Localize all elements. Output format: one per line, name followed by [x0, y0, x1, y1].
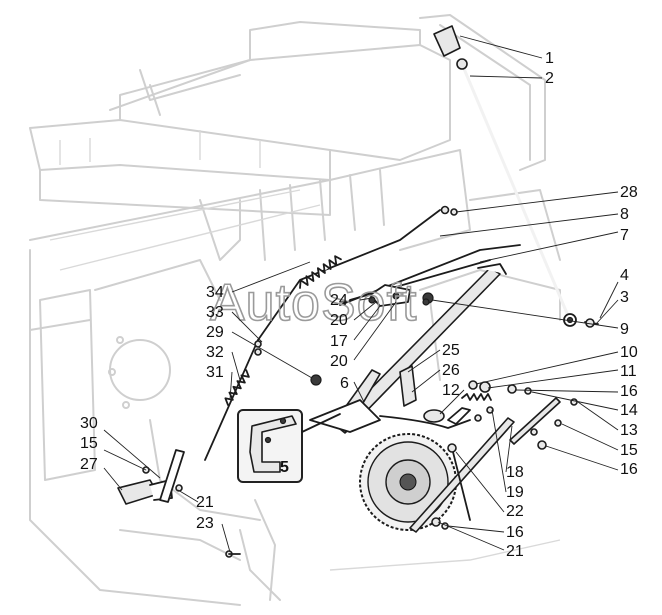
handle-rod-assembly	[433, 25, 599, 328]
callout-4: 4	[620, 267, 629, 284]
callout-25: 25	[442, 342, 460, 359]
callout-32: 32	[206, 344, 224, 361]
callout-18: 18	[506, 464, 524, 481]
callout-7: 7	[620, 227, 629, 244]
callout-15a: 15	[620, 442, 638, 459]
springs	[204, 255, 342, 461]
callout-2: 2	[545, 70, 554, 87]
detail-inset-5	[237, 409, 341, 483]
callout-10: 10	[620, 344, 638, 361]
callout-21b: 21	[196, 494, 214, 511]
callout-17: 17	[330, 333, 348, 350]
callout-6: 6	[340, 375, 349, 392]
callout-labels: 1 2 28 8 7 4 3 9 10 11 16 14 13 15 16 18…	[80, 50, 638, 560]
callout-24: 24	[330, 292, 348, 309]
callout-5: 5	[280, 459, 289, 476]
callout-1: 1	[545, 50, 554, 67]
right-links	[409, 380, 578, 533]
callout-20a: 20	[330, 312, 348, 329]
pedal-group	[117, 449, 241, 558]
callout-16a: 16	[620, 383, 638, 400]
callout-16b: 16	[620, 461, 638, 478]
callout-29: 29	[206, 324, 224, 341]
callout-13: 13	[620, 422, 638, 439]
machine-frame-ghost	[29, 14, 561, 606]
leader-lines	[103, 35, 619, 553]
callout-23: 23	[196, 515, 214, 532]
callout-8: 8	[620, 206, 629, 223]
callout-19: 19	[506, 484, 524, 501]
callout-22: 22	[506, 503, 524, 520]
callout-30: 30	[80, 415, 98, 432]
watermark-text: AutoSoft	[210, 274, 417, 332]
callout-20b: 20	[330, 353, 348, 370]
upper-link-rods	[257, 205, 521, 341]
callout-28: 28	[620, 184, 638, 201]
callout-15b: 15	[80, 435, 98, 452]
handle-grip	[433, 25, 461, 57]
callout-27: 27	[80, 456, 98, 473]
callout-26: 26	[442, 362, 460, 379]
callout-12: 12	[442, 382, 460, 399]
callout-34: 34	[206, 284, 224, 301]
callout-16c: 16	[506, 524, 524, 541]
callout-31: 31	[206, 364, 224, 381]
callout-14: 14	[620, 402, 638, 419]
callout-33: 33	[206, 304, 224, 321]
callout-11: 11	[620, 363, 637, 380]
callout-9: 9	[620, 321, 629, 338]
bracket-group	[309, 298, 492, 433]
callout-3: 3	[620, 289, 629, 306]
sprocket-wheel	[359, 433, 457, 531]
callout-21a: 21	[506, 543, 524, 560]
